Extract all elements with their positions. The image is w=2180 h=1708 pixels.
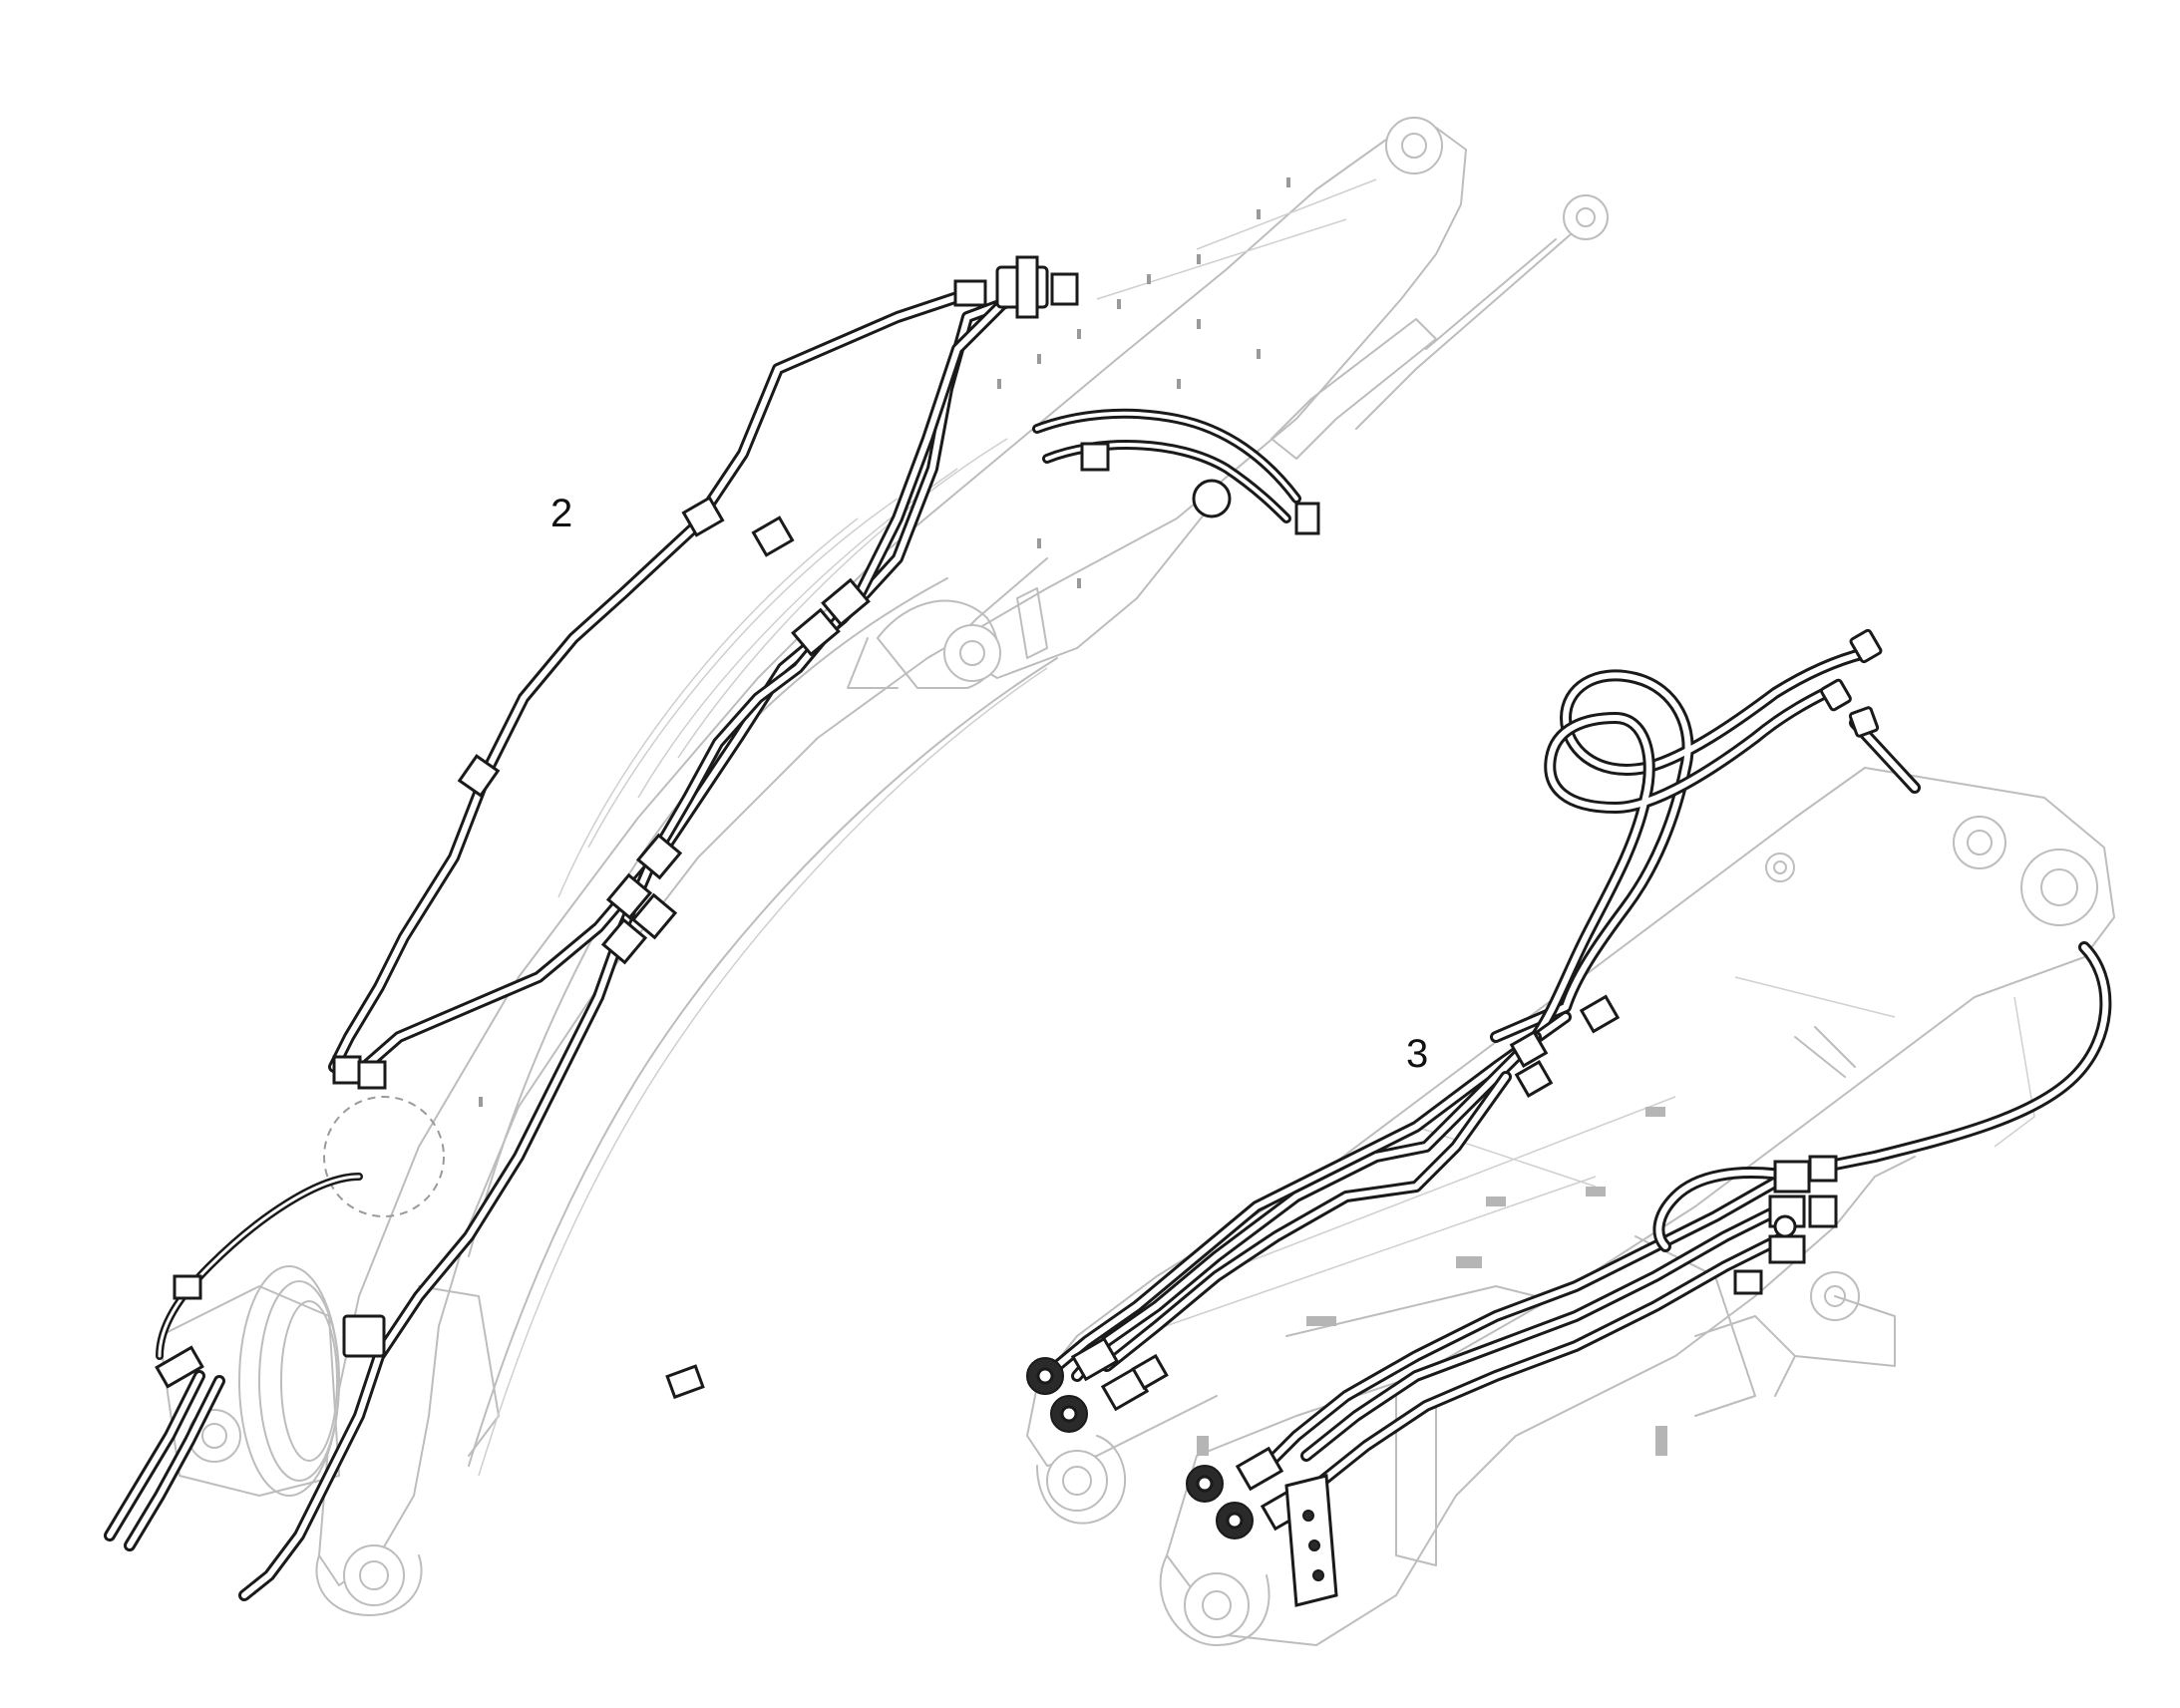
arm-assembly: 3 bbox=[1026, 628, 2115, 1646]
arm-structure bbox=[1026, 767, 2115, 1646]
callout-3: 3 bbox=[1406, 1032, 1428, 1076]
boom-fittings bbox=[155, 255, 1320, 1400]
arm-fittings bbox=[1026, 628, 1883, 1607]
boom-structure bbox=[159, 117, 1609, 1616]
callout-2: 2 bbox=[550, 492, 572, 535]
arm-hoses bbox=[1051, 647, 2112, 1492]
boom-assembly: 2 bbox=[104, 117, 1609, 1616]
